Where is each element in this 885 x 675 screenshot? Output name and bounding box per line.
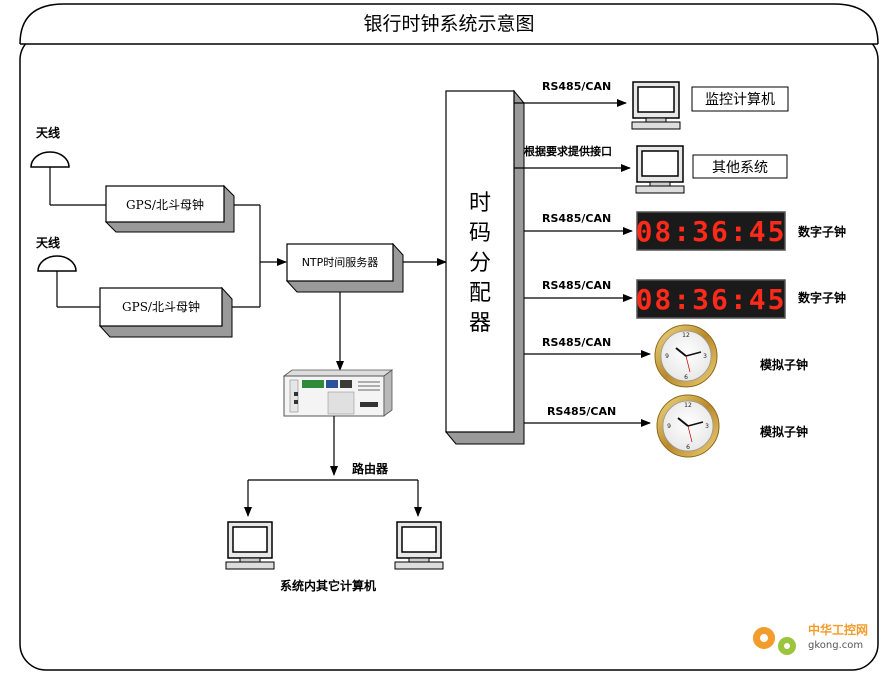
- router-to-lan-connector: [244, 416, 422, 517]
- svg-text:6: 6: [686, 444, 690, 451]
- watermark-brand: 中华工控网: [808, 622, 868, 637]
- distributor-char-2: 码: [469, 221, 491, 246]
- gps-clock-label-1: GPS/北斗母钟: [126, 197, 204, 212]
- distributor-char-3: 分: [469, 251, 491, 276]
- output-link-label-6: RS485/CAN: [547, 405, 616, 418]
- svg-text:12: 12: [682, 332, 690, 339]
- svg-text:3: 3: [703, 353, 707, 360]
- lan-computers-label: 系统内其它计算机: [280, 578, 376, 593]
- analog-clock-icon-1: 12 3 6 9: [654, 324, 718, 388]
- monitor-computer-icon: [631, 81, 681, 130]
- digital-clock-label-1: 数字子钟: [798, 224, 846, 239]
- watermark-url: gkong.com: [808, 640, 863, 651]
- digital-clock-label-2: 数字子钟: [798, 290, 846, 305]
- antenna-2: [37, 255, 100, 308]
- title-tab: [19, 3, 879, 45]
- antenna-label-2: 天线: [36, 235, 60, 250]
- monitor-computer-label: 监控计算机: [705, 92, 775, 108]
- router-label: 路由器: [352, 461, 389, 476]
- other-system-label: 其他系统: [712, 160, 768, 176]
- lan-computer-icon-2: [394, 521, 444, 570]
- distributor-char-5: 器: [469, 311, 491, 336]
- distributor-char-4: 配: [469, 281, 491, 306]
- gps-to-ntp-connector: [232, 204, 287, 308]
- gps-clock-box-1: [104, 184, 235, 233]
- lan-computer-icon-1: [225, 521, 275, 570]
- svg-text:9: 9: [667, 423, 671, 430]
- svg-text:9: 9: [665, 353, 669, 360]
- analog-clock-label-2: 模拟子钟: [760, 424, 808, 439]
- ntp-server-box: [285, 242, 404, 293]
- monitor-computer-label-box: [691, 86, 789, 112]
- gps-clock-box-2: [98, 286, 233, 338]
- router-device: [282, 369, 394, 417]
- output-link-label-1: RS485/CAN: [542, 80, 611, 93]
- page-title: 银行时钟系统示意图: [363, 13, 534, 35]
- gps-clock-label-2: GPS/北斗母钟: [122, 299, 200, 314]
- distributor-char-1: 时: [469, 191, 491, 216]
- digital-clock-display-2: [636, 279, 786, 319]
- other-system-label-box: [692, 154, 788, 179]
- ntp-server-label: NTP时间服务器: [302, 256, 379, 269]
- digital-clock-display-1: [636, 211, 786, 251]
- digital-clock-time-1: 08:36:45: [636, 215, 787, 248]
- svg-text:6: 6: [684, 374, 688, 381]
- output-link-label-3: RS485/CAN: [542, 212, 611, 225]
- output-link-label-5: RS485/CAN: [542, 336, 611, 349]
- svg-text:12: 12: [684, 402, 692, 409]
- analog-clock-icon-2: 12 3 6 9: [656, 394, 720, 458]
- gkong-logo-icon: [753, 627, 796, 655]
- antenna-1: [30, 151, 106, 206]
- output-link-label-2: 根据要求提供接口: [524, 144, 612, 158]
- output-link-label-4: RS485/CAN: [542, 279, 611, 292]
- analog-clock-label-1: 模拟子钟: [760, 357, 808, 372]
- antenna-label-1: 天线: [36, 125, 60, 140]
- other-system-computer-icon: [635, 145, 685, 194]
- digital-clock-time-2: 08:36:45: [636, 283, 787, 316]
- time-code-distributor: [444, 89, 525, 445]
- svg-text:3: 3: [705, 423, 709, 430]
